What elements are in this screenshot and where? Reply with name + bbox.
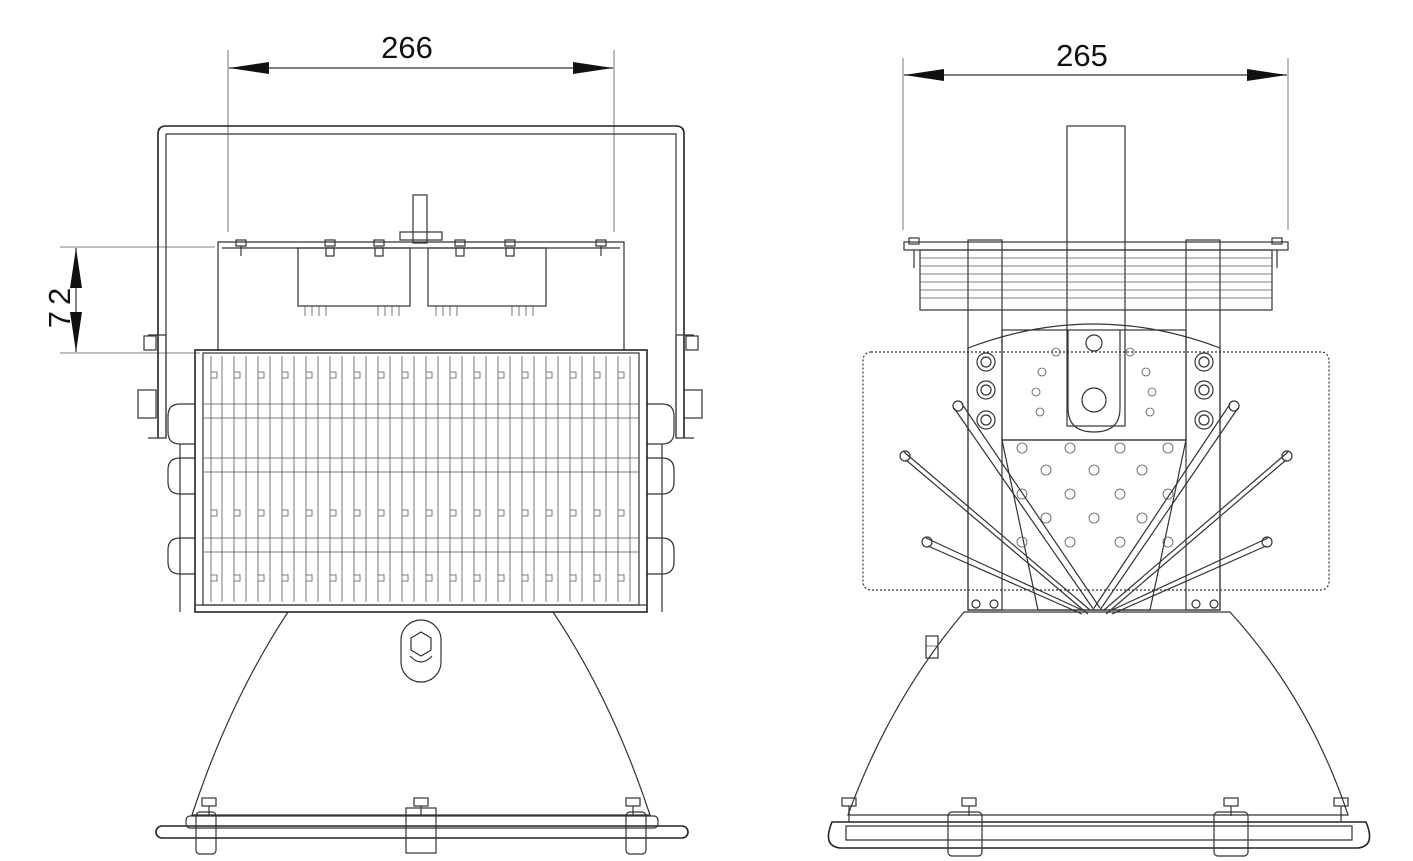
side-heatsink: [862, 323, 1330, 615]
front-reflector: [191, 611, 651, 816]
front-width-label: 266: [381, 30, 433, 65]
heatsink-body: [167, 349, 675, 613]
front-view: 266 72: [42, 30, 703, 855]
side-base-ring: [827, 797, 1371, 857]
front-height-label: 72: [42, 282, 77, 328]
front-width-dimension: 266: [227, 30, 615, 232]
side-width-label: 265: [1056, 38, 1108, 73]
heat-pipes: [899, 400, 1293, 615]
heatsink-fins: [210, 356, 631, 602]
driver-housing: [217, 194, 625, 350]
front-base-ring: [155, 797, 689, 855]
side-reflector: [847, 611, 1349, 816]
mounting-bracket: [137, 125, 703, 439]
front-height-dimension: 72: [42, 246, 215, 354]
side-width-dimension: 265: [902, 38, 1289, 230]
side-view: 265: [827, 38, 1371, 857]
mounting-pole: [1066, 125, 1126, 427]
